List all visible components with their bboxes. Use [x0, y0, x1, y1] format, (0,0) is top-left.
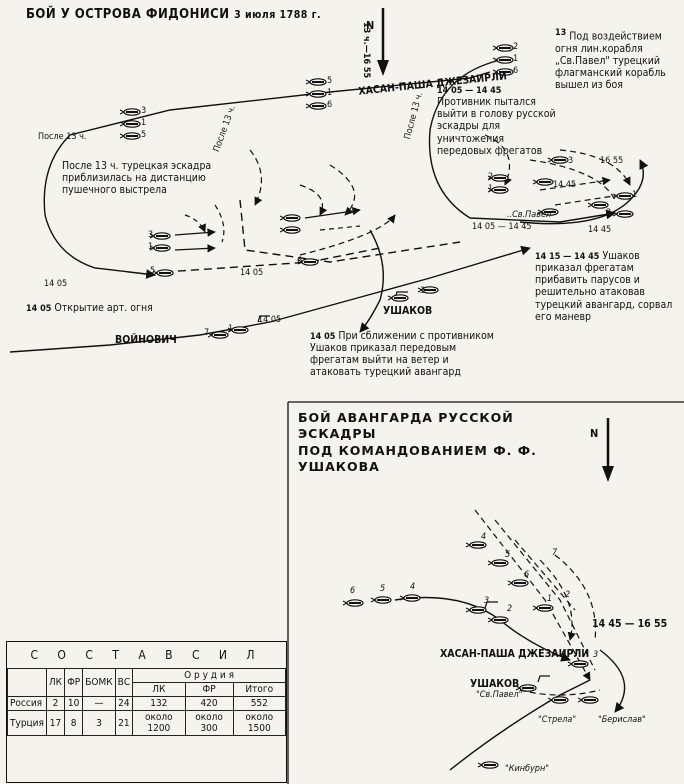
time-1405-a: 14 05 [44, 279, 68, 289]
label-voynovich: ВОЙНОВИЧ [115, 334, 177, 346]
ship-number: 6 [513, 66, 519, 76]
ship-number: 1 [513, 54, 519, 64]
map-title: БОЙ У ОСТРОВА ФИДОНИСИ 3 июля 1788 г. [26, 7, 322, 22]
inset-north-label: N [590, 427, 599, 440]
forces-table: С О С Т А В С И Л ЛК ФР БОМК ВС О р у д … [6, 641, 287, 783]
gcol-total: Итого [232, 682, 287, 697]
inset-pavel: "Св.Павел" [476, 690, 523, 700]
label-sv-pavel: ..Св.Павел" [507, 210, 555, 220]
ship-number: 1 [148, 242, 154, 252]
inset-time: 14 45 — 16 55 [592, 618, 668, 630]
label-ushakov: УШАКОВ [383, 305, 433, 317]
north-label: N [366, 19, 375, 32]
north-arrow-icon [377, 8, 389, 76]
ship-number: 1 [547, 594, 553, 604]
col-fr: ФР [64, 668, 84, 697]
time-1445-b: 14 45 [588, 225, 612, 235]
note-ushakov: 14 05 При сближении с противником Ушаков… [310, 330, 494, 379]
forces-caption: С О С Т А В С И Л [30, 648, 263, 662]
note-sails: 14 15 — 14 45 Ушаков приказал фрегатам п… [535, 250, 673, 323]
ship-number: 1 [632, 190, 638, 200]
ship-number: 6 [524, 570, 530, 580]
ship-number: 3 [484, 596, 490, 606]
label-after13-left: После 13 ч. [38, 132, 87, 142]
inset-berislav: "Берислав" [598, 715, 646, 725]
ship-number: 2 [606, 208, 612, 218]
ship-number: 2 [507, 604, 513, 614]
ship-number: 3 [568, 156, 574, 166]
inset-title: БОЙ АВАНГАРДА РУССКОЙ ЭСКАДРЫ ПОД КОМАНД… [298, 410, 537, 474]
ship-number: 2 [565, 590, 571, 600]
note-enemy: 14 05 — 14 45 Противник пытался выйти в … [437, 86, 556, 157]
ship-number: 4 [410, 582, 416, 592]
turkish-line [43, 71, 491, 279]
ship-number: 5 [141, 130, 147, 140]
ship-number: 6 [327, 100, 333, 110]
gcol-fr: ФР [184, 682, 234, 697]
time-1405-d: 14 05 — 14 45 [472, 222, 532, 232]
time-1445-a: 14 45 [553, 180, 577, 190]
ship-number: 5 [150, 266, 156, 276]
table-row: Турция 17 8 3 21 около 1200 около 300 ок… [7, 710, 287, 736]
inset-hasan: ХАСАН-ПАША ДЖЕЗАИРЛИ [440, 648, 590, 660]
ship-number: 6 [350, 586, 356, 596]
ship-number: 5 [505, 550, 511, 560]
col-vs: ВС [114, 668, 134, 697]
ship-number: 1 [327, 88, 333, 98]
ship-number: 1 [228, 324, 234, 334]
gcol-lk: ЛК [132, 682, 186, 697]
time-1405-b: 14 05 [240, 268, 264, 278]
ship-number: 3 [141, 106, 147, 116]
note-turk-approach: После 13 ч. турецкая эскадра приблизилас… [62, 160, 212, 197]
ship-number: 3 [148, 230, 154, 240]
ship-number: 7 [552, 548, 558, 558]
ship-number: 3 [420, 286, 426, 296]
table-row: Россия 2 10 — 24 132 420 552 [7, 696, 287, 711]
note-fire: 14 05 Открытие арт. огня [26, 302, 153, 314]
col-bomk: БОМК [82, 668, 116, 697]
col-lk: ЛК [45, 668, 66, 697]
inset-strela: "Стрела" [538, 715, 577, 725]
guns-header: О р у д и я [132, 668, 286, 683]
ship-number: 1 [488, 184, 494, 194]
inset-ushakov: УШАКОВ [470, 678, 520, 690]
ship-number: 5 [327, 76, 333, 86]
ship-number: 2 [513, 42, 519, 52]
ship-number: 4 [481, 532, 487, 542]
note-pavel: 13 Под воздействием огня лин.корабля „Св… [555, 28, 666, 91]
ship-number: 7 [204, 328, 210, 338]
ship-number: 3 [593, 650, 599, 660]
inset-kinburn: "Кинбурн" [505, 764, 549, 774]
ship-number: 5 [380, 584, 386, 594]
russian-line [9, 245, 531, 353]
time-1405-c: 14 05 [258, 315, 282, 325]
time-1655: 16 55 [600, 156, 624, 166]
ship-number: 1 [141, 118, 147, 128]
ship-number: 2 [488, 172, 494, 182]
ship-number: 6 [297, 256, 303, 266]
inset-north-arrow-icon [602, 418, 614, 482]
